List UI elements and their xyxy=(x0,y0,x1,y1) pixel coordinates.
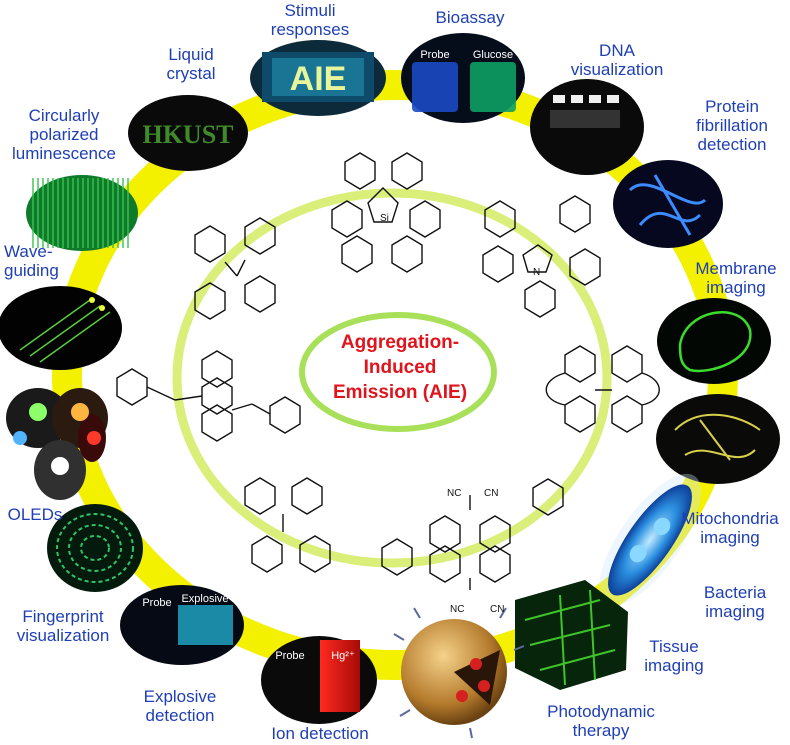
si-label: Si xyxy=(380,213,389,224)
label-bioassay: Bioassay xyxy=(435,8,505,27)
stimuli-image: AIE xyxy=(250,40,386,116)
cn-bottom-label: CN xyxy=(490,604,504,615)
ion-detection-image: Probe Hg²⁺ xyxy=(261,636,377,724)
molecule-fluorenylidene xyxy=(244,477,331,573)
ion-probe-label: Probe xyxy=(275,650,304,662)
hg-label: Hg²⁺ xyxy=(331,650,355,662)
label-stimuli: Stimuli responses xyxy=(270,1,350,39)
label-cpl: Circularly polarized luminescence xyxy=(12,106,116,163)
liquid-crystal-image: HKUST xyxy=(128,95,248,171)
nc-bottom-label: NC xyxy=(450,604,464,615)
label-waveguide: Wave- guiding xyxy=(4,242,59,280)
molecule-silole xyxy=(331,152,441,273)
explosive-probe-label: Probe xyxy=(142,597,171,609)
explosive-sample-label: Explosive xyxy=(181,593,228,605)
bacteria-image xyxy=(598,473,702,607)
tissue-image xyxy=(515,580,628,690)
label-ion: Ion detection xyxy=(271,724,369,743)
label-fingerprint: Fingerprint visualization xyxy=(16,607,110,645)
label-explosive: Explosive detection xyxy=(143,687,217,725)
label-mitochondria: Mitochondria imaging xyxy=(681,509,779,547)
membrane-image xyxy=(657,298,771,384)
center-title-line3: Emission (AIE) xyxy=(332,382,468,403)
inner-green-ring xyxy=(172,188,612,568)
molecule-tetraphenylethylene xyxy=(194,217,276,320)
dna-gel-image xyxy=(530,79,644,175)
hkust-text: HKUST xyxy=(142,120,233,149)
protein-fibril-image xyxy=(613,160,723,248)
explosive-image: Probe Explosive xyxy=(120,585,244,665)
probe-tube-label: Probe xyxy=(420,49,449,61)
oleds-image xyxy=(6,388,108,500)
label-protein: Protein fibrillation detection xyxy=(696,97,768,154)
bioassay-image: Probe Glucose xyxy=(401,33,525,123)
label-liquid-crystal: Liquid crystal xyxy=(166,45,216,83)
label-dna: DNA visualization xyxy=(570,41,664,79)
molecule-dicyano-quinoid xyxy=(381,478,564,590)
aie-text: AIE xyxy=(290,60,347,98)
molecule-pentaphenylpyrrole xyxy=(482,195,601,318)
molecule-cyclooctatetrathiophene xyxy=(545,345,660,433)
waveguide-image xyxy=(0,286,122,370)
cn-top-label: CN xyxy=(484,488,498,499)
center-title-line2: Induced xyxy=(363,357,437,378)
label-pdt: Photodynamic therapy xyxy=(547,702,655,740)
cpl-image xyxy=(26,175,138,251)
label-bacteria: Bacteria imaging xyxy=(703,583,767,621)
center-ellipse xyxy=(299,312,497,432)
label-membrane: Membrane imaging xyxy=(695,259,777,297)
mitochondria-image xyxy=(656,394,780,484)
n-label: N xyxy=(533,267,540,278)
molecule-distyrylanthracene xyxy=(116,350,301,442)
pdt-nanoparticle-image xyxy=(393,607,525,739)
label-tissue: Tissue imaging xyxy=(644,637,704,675)
nc-top-label: NC xyxy=(447,488,461,499)
fingerprint-image xyxy=(47,504,143,592)
center-title: Aggregation- Induced Emission (AIE) xyxy=(300,330,500,405)
glucose-tube-label: Glucose xyxy=(473,49,513,61)
label-oleds: OLEDs xyxy=(7,505,63,524)
center-title-line1: Aggregation- xyxy=(340,332,460,353)
